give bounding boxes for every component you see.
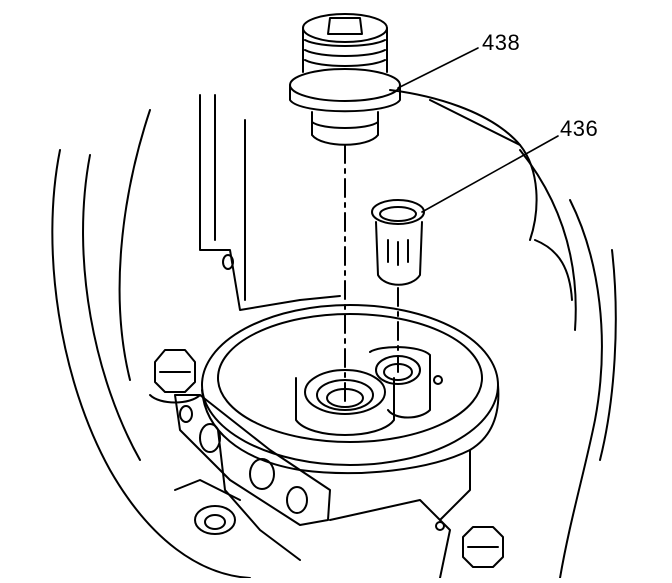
bolt-left (150, 350, 200, 403)
lower-fittings (175, 480, 450, 578)
engine-block-outline (52, 90, 615, 578)
callout-leaders (398, 48, 558, 212)
alignment-lines (345, 145, 398, 405)
callout-438-label: 438 (482, 30, 521, 55)
part-438-filter-fitting (290, 14, 400, 145)
adapter-gasket (175, 395, 330, 525)
part-436-insert (372, 200, 424, 285)
callout-436-label: 436 (560, 116, 599, 141)
bolt-right (463, 527, 503, 567)
